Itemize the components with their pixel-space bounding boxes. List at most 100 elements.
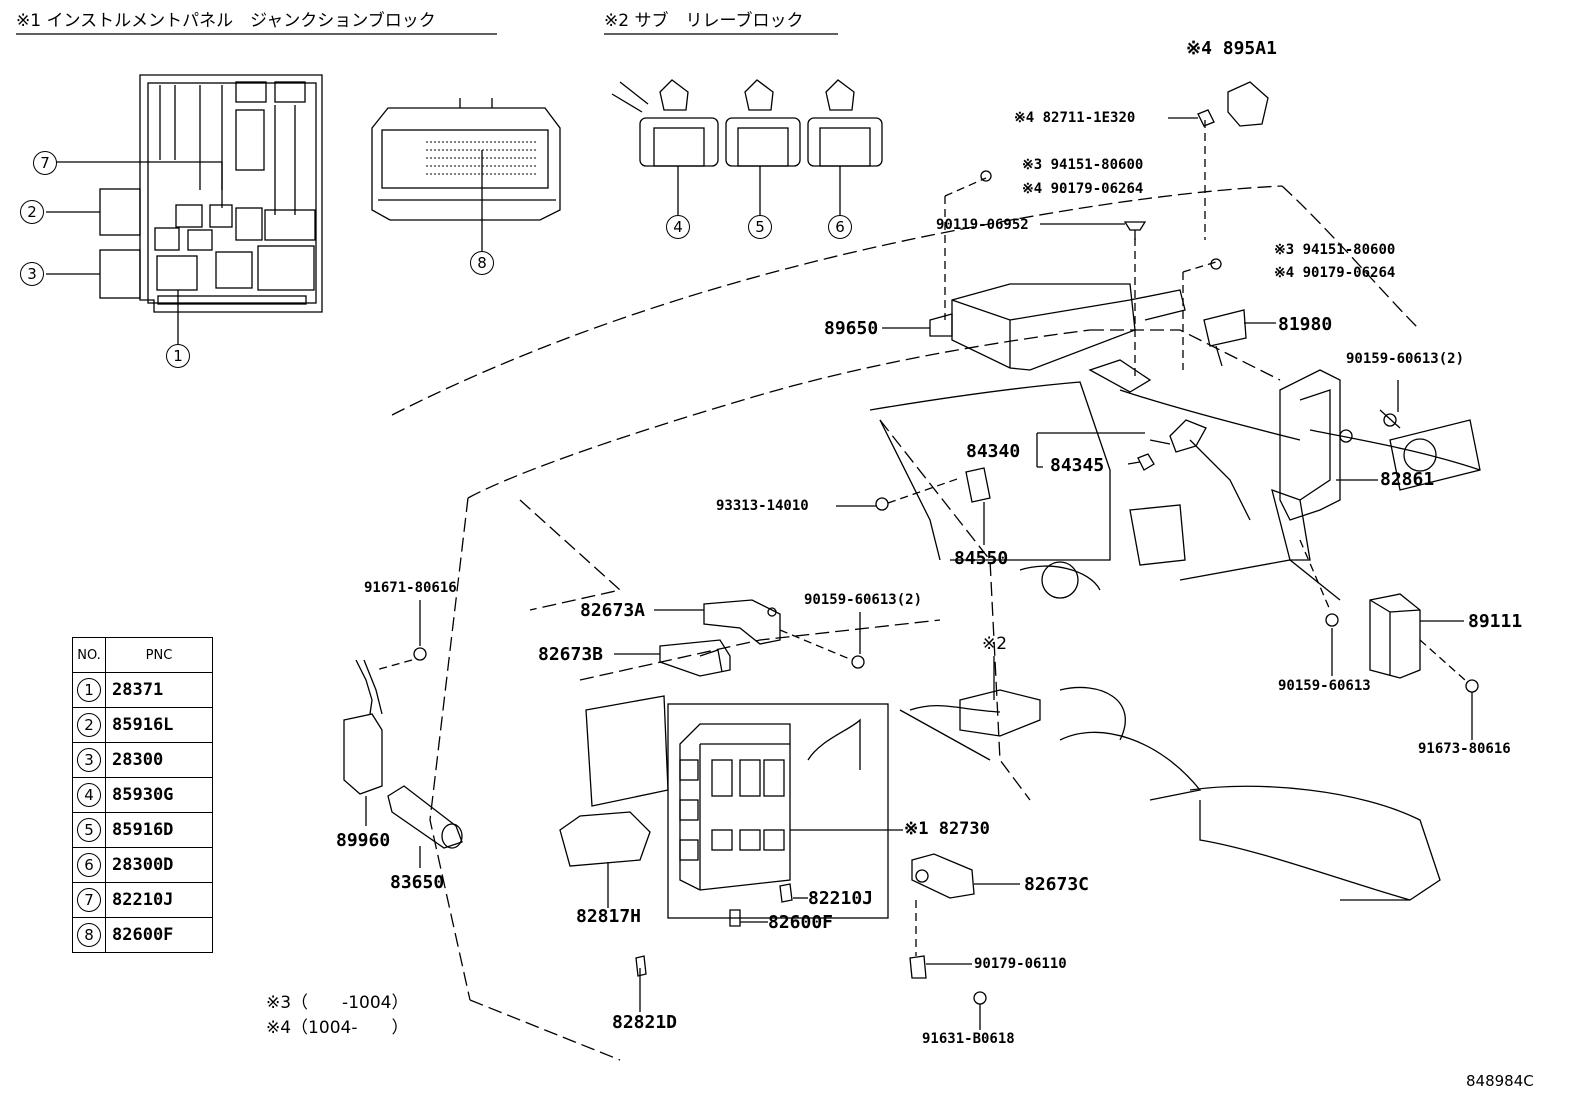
label-82673a: 82673A [580, 600, 646, 621]
label-90159a: 90159-60613(2) [1346, 351, 1465, 367]
label-82210j: 82210J [808, 888, 874, 909]
leader-84340 [1036, 432, 1145, 468]
switch-84340-drawing [1137, 419, 1207, 471]
label-82673c: 82673C [1024, 874, 1090, 895]
row-number: 2 [77, 713, 101, 737]
row-number: 8 [77, 923, 101, 947]
leader-dash-b [944, 177, 987, 197]
bolt-91631 [973, 991, 987, 1005]
row-pnc: 28371 [105, 672, 213, 708]
label-94151b: ※3 94151-80600 [1274, 242, 1396, 258]
row-number: 3 [77, 748, 101, 772]
table-row: 8 82600F [72, 917, 213, 953]
table-row: 2 85916L [72, 707, 213, 743]
row-pnc: 82210J [105, 882, 213, 918]
label-90159b: 90159-60613(2) [804, 592, 923, 608]
leader-93313-dash [887, 477, 961, 504]
row-pnc: 85916D [105, 812, 213, 848]
leader-91671-dash [375, 659, 413, 671]
sub-relay-drawing [611, 79, 883, 215]
table-row: 6 28300D [72, 847, 213, 883]
note-3: ※3（ -1004） [266, 993, 409, 1013]
label-89111: 89111 [1468, 611, 1523, 632]
row-number: 4 [77, 783, 101, 807]
relay-block-car-drawing [909, 689, 1041, 737]
ref2-label: ※2 [982, 634, 1008, 654]
header-pnc: PNC [105, 637, 213, 673]
bolt-90159b [851, 655, 865, 669]
callout-7: 7 [33, 151, 57, 175]
note-4: ※4（1004- ） [266, 1018, 409, 1038]
label-91673: 91673-80616 [1418, 741, 1511, 757]
fasteners-top [980, 81, 1269, 367]
callout-1: 1 [166, 344, 190, 368]
label-91631: 91631-B0618 [922, 1031, 1015, 1047]
label-94151a: ※3 94151-80600 [1022, 157, 1144, 173]
row-pnc: 28300 [105, 742, 213, 778]
label-84340: 84340 [966, 441, 1021, 462]
label-90179b: ※4 90179-06264 [1274, 265, 1396, 281]
label-89960: 89960 [336, 830, 391, 851]
pin-82821d [635, 955, 647, 977]
sub-relay-caption: ※2 サブ リレーブロック [604, 11, 804, 31]
label-90159c: 90159-60613 [1278, 678, 1371, 694]
label-90179c: 90179-06110 [974, 956, 1067, 972]
label-82673b: 82673B [538, 644, 604, 665]
pnc-table: NO. PNC 1 28371 2 85916L 3 28300 4 85930… [72, 637, 213, 953]
label-84345: 84345 [1050, 455, 1105, 476]
label-93313: 93313-14010 [716, 498, 809, 514]
label-84550: 84550 [954, 548, 1009, 569]
table-row: 4 85930G [72, 777, 213, 813]
callout-4: 4 [666, 215, 690, 239]
junction-block-car-drawing [559, 695, 889, 927]
label-82600f: 82600F [768, 912, 834, 933]
label-89650: 89650 [824, 318, 879, 339]
module-89650-drawing [929, 283, 1186, 393]
label-90119: 90119-06952 [936, 217, 1029, 233]
label-82861: 82861 [1380, 469, 1435, 490]
bracket-82861-drawing [1271, 369, 1401, 561]
dashboard-outline [391, 185, 1421, 1061]
label-83650: 83650 [390, 872, 445, 893]
leader-90159c-dash [1299, 539, 1331, 611]
header-no: NO. [72, 637, 106, 673]
table-row: 5 85916D [72, 812, 213, 848]
label-82711: ※4 82711-1E320 [1014, 110, 1136, 126]
callout-8: 8 [470, 251, 494, 275]
leader-84345 [1127, 461, 1141, 465]
figure-id: 848984C [1466, 1072, 1534, 1090]
table-row: 3 28300 [72, 742, 213, 778]
label-82817h: 82817H [576, 906, 642, 927]
label-90179a: ※4 90179-06264 [1022, 181, 1144, 197]
switch-83650-drawing [387, 785, 463, 849]
clip-90179c [909, 955, 927, 979]
label-82821d: 82821D [612, 1012, 678, 1033]
bracket-84550-drawing [875, 467, 991, 511]
callout-5: 5 [748, 215, 772, 239]
bracket-82673b-drawing [659, 639, 731, 677]
pnc-table-header: NO. PNC [72, 637, 213, 673]
row-number: 7 [77, 888, 101, 912]
leader-91673-dash [1419, 639, 1466, 681]
bracket-82673c-drawing [911, 853, 975, 899]
bracket-82673a-drawing [703, 599, 781, 645]
label-81980: 81980 [1278, 314, 1333, 335]
junction-block-caption: ※1 インストルメントパネル ジャンクションブロック [16, 11, 436, 31]
row-number: 1 [77, 678, 101, 702]
console-outline [869, 381, 1481, 901]
label-895a1: ※4 895A1 [1186, 38, 1277, 59]
relay-module-drawing [371, 98, 561, 252]
row-pnc: 28300D [105, 847, 213, 883]
row-number: 6 [77, 853, 101, 877]
callout-3: 3 [20, 262, 44, 286]
leader-dash-82673a [779, 629, 853, 661]
callout-2: 2 [20, 200, 44, 224]
row-pnc: 85916L [105, 707, 213, 743]
label-82730: ※1 82730 [904, 819, 990, 839]
row-number: 5 [77, 818, 101, 842]
junction-block-drawing [46, 74, 323, 344]
row-pnc: 82600F [105, 917, 213, 953]
table-row: 1 28371 [72, 672, 213, 708]
table-row: 7 82210J [72, 882, 213, 918]
